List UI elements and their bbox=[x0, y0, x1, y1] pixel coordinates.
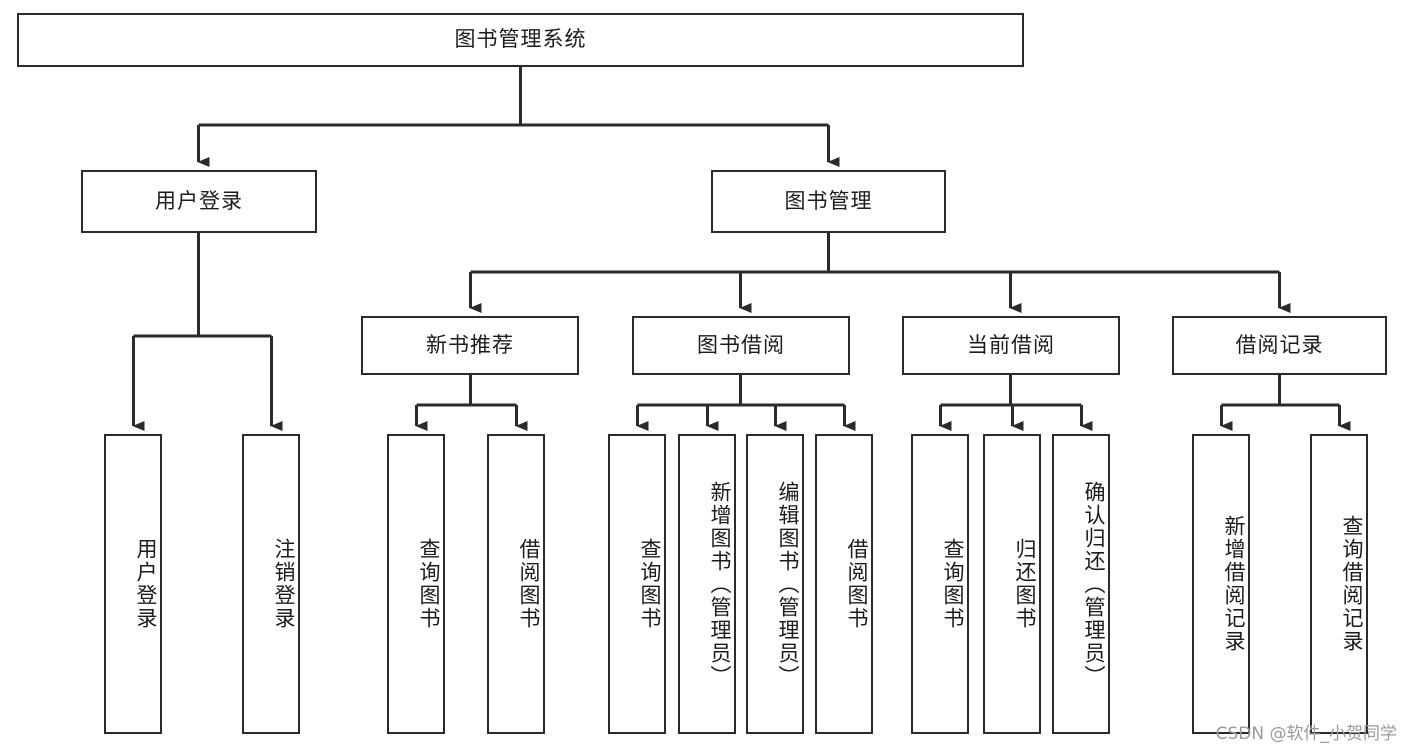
node-leaf-borrow-book-1[interactable]: 借阅图书 bbox=[487, 434, 545, 734]
node-leaf-user-login[interactable]: 用户登录 bbox=[104, 434, 162, 734]
node-book-borrow-label: 图书借阅 bbox=[697, 332, 785, 357]
node-leaf-borrow-book-2[interactable]: 借阅图书 bbox=[815, 434, 873, 734]
node-leaf-add-book-admin-label: 新增图书（管理员） bbox=[708, 480, 732, 688]
node-current-borrow-label: 当前借阅 bbox=[967, 332, 1055, 357]
node-leaf-edit-book-admin-label: 编辑图书（管理员） bbox=[776, 480, 800, 688]
node-leaf-query-borrow-record-label: 查询借阅记录 bbox=[1340, 515, 1364, 653]
node-borrow-record[interactable]: 借阅记录 bbox=[1172, 316, 1387, 375]
watermark-text: CSDN @软件_小贺同学 bbox=[1215, 724, 1397, 744]
node-root[interactable]: 图书管理系统 bbox=[17, 13, 1024, 67]
node-new-book-recommend[interactable]: 新书推荐 bbox=[361, 316, 579, 375]
node-leaf-user-login-label: 用户登录 bbox=[134, 538, 158, 630]
node-leaf-query-book-3[interactable]: 查询图书 bbox=[911, 434, 969, 734]
node-root-label: 图书管理系统 bbox=[454, 27, 587, 52]
node-book-management-label: 图书管理 bbox=[784, 188, 873, 213]
node-leaf-return-book-label: 归还图书 bbox=[1013, 538, 1037, 630]
node-current-borrow[interactable]: 当前借阅 bbox=[902, 316, 1120, 375]
node-leaf-confirm-return-admin-label: 确认归还（管理员） bbox=[1082, 480, 1106, 688]
node-new-book-recommend-label: 新书推荐 bbox=[426, 332, 514, 357]
node-borrow-record-label: 借阅记录 bbox=[1235, 332, 1324, 357]
node-leaf-add-borrow-record[interactable]: 新增借阅记录 bbox=[1192, 434, 1250, 734]
node-leaf-query-book-3-label: 查询图书 bbox=[941, 538, 965, 630]
node-leaf-confirm-return-admin[interactable]: 确认归还（管理员） bbox=[1052, 434, 1110, 734]
node-leaf-borrow-book-2-label: 借阅图书 bbox=[845, 538, 869, 630]
node-leaf-add-borrow-record-label: 新增借阅记录 bbox=[1222, 515, 1246, 653]
node-leaf-query-book-2-label: 查询图书 bbox=[638, 538, 662, 630]
node-leaf-edit-book-admin[interactable]: 编辑图书（管理员） bbox=[746, 434, 804, 734]
node-leaf-query-book-1[interactable]: 查询图书 bbox=[387, 434, 445, 734]
node-leaf-user-logout[interactable]: 注销登录 bbox=[242, 434, 300, 734]
node-user-login[interactable]: 用户登录 bbox=[81, 170, 317, 233]
node-leaf-borrow-book-1-label: 借阅图书 bbox=[517, 538, 541, 630]
node-leaf-return-book[interactable]: 归还图书 bbox=[983, 434, 1041, 734]
node-book-management[interactable]: 图书管理 bbox=[711, 170, 946, 233]
node-leaf-user-logout-label: 注销登录 bbox=[272, 538, 296, 630]
node-leaf-query-borrow-record[interactable]: 查询借阅记录 bbox=[1310, 434, 1368, 734]
node-user-login-label: 用户登录 bbox=[155, 188, 243, 213]
node-book-borrow[interactable]: 图书借阅 bbox=[632, 316, 850, 375]
node-leaf-add-book-admin[interactable]: 新增图书（管理员） bbox=[678, 434, 736, 734]
node-leaf-query-book-2[interactable]: 查询图书 bbox=[608, 434, 666, 734]
node-leaf-query-book-1-label: 查询图书 bbox=[417, 538, 441, 630]
